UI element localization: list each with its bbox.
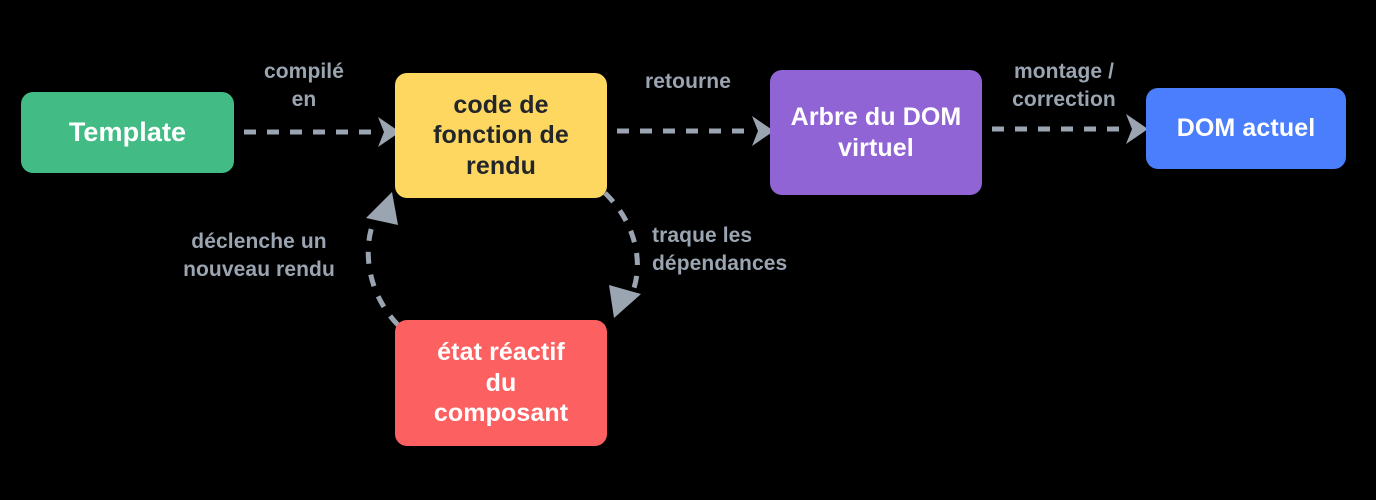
- edge-compile: [244, 117, 400, 147]
- edge-rerender: [365, 192, 400, 327]
- edge-label-trigger-rerender: déclenche un nouveau rendu: [183, 230, 335, 282]
- edge-rerender-curve: [365, 208, 400, 327]
- edge-label-mount: montage / correction: [1012, 60, 1116, 112]
- node-actual-dom[interactable]: DOM actuel: [1146, 88, 1346, 169]
- node-component-reactive-state-label: état réactif du composant: [433, 338, 569, 428]
- edge-label-compile: compilé en: [263, 60, 345, 112]
- node-template[interactable]: Template: [21, 92, 234, 173]
- node-virtual-dom-tree[interactable]: Arbre du DOM virtuel: [770, 70, 982, 195]
- node-component-reactive-state[interactable]: état réactif du composant: [395, 320, 607, 446]
- edge-returns-arrowhead: [752, 116, 774, 146]
- edge-mount: [992, 114, 1148, 144]
- node-render-function[interactable]: code de fonction de rendu: [395, 73, 607, 198]
- node-render-function-label: code de fonction de rendu: [433, 90, 569, 180]
- node-actual-dom-label: DOM actuel: [1176, 114, 1316, 143]
- edge-track-arrowhead: [609, 285, 641, 318]
- edge-mount-arrowhead: [1126, 114, 1148, 144]
- edge-label-track-dependencies: traque les dépendances: [652, 224, 788, 276]
- edge-track: [603, 191, 641, 318]
- edge-returns: [617, 116, 774, 146]
- node-template-label: Template: [68, 117, 187, 148]
- edge-rerender-arrowhead: [366, 192, 398, 225]
- edge-label-returns: retourne: [645, 70, 731, 93]
- node-virtual-dom-tree-label: Arbre du DOM virtuel: [790, 103, 962, 162]
- edge-compile-arrowhead: [378, 117, 400, 147]
